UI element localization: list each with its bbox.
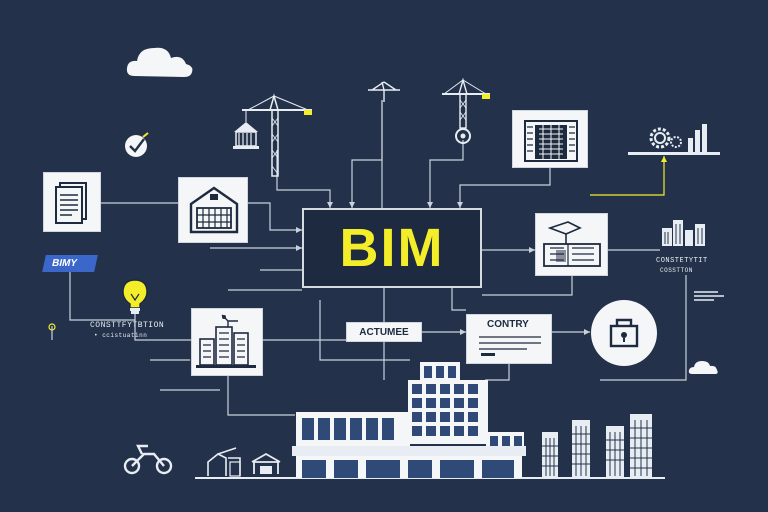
- right-title-label: CONSTETYTIT: [656, 257, 708, 265]
- country-text-lines: [479, 336, 541, 356]
- text-lines-icon: [694, 291, 724, 301]
- warehouse-icon: [189, 186, 239, 234]
- office-grid-icon: [524, 120, 578, 162]
- lightbulb-icon: [122, 279, 148, 314]
- checkmark-icon: [125, 132, 149, 157]
- crane-icon: [233, 93, 312, 177]
- cloud-icon-small: [688, 361, 718, 374]
- country-card: CONTRY: [466, 314, 552, 364]
- gear-chart-icon: [628, 124, 720, 155]
- city-buildings-card: [191, 308, 263, 376]
- city-buildings-icon: [196, 314, 256, 368]
- left-sub-label: • ccistuatinn: [94, 332, 148, 339]
- building-blueprint-card: [178, 177, 248, 243]
- left-title-label: CONSTTFYTBTION: [90, 321, 165, 330]
- right-sub-label: COSSTTON: [660, 267, 693, 274]
- cloud-icon: [126, 47, 193, 77]
- site-plan-card: [535, 213, 608, 276]
- lock-icon: [591, 300, 657, 366]
- bim-title: BIM: [339, 218, 445, 278]
- document-card: [43, 172, 101, 232]
- crane-hook-icon: [442, 78, 490, 144]
- document-icon: [55, 182, 87, 224]
- activity-tag: ACTUMEE: [346, 322, 422, 342]
- construction-site-icon: [207, 447, 281, 477]
- country-title: CONTRY: [487, 319, 529, 330]
- skyline-icon: [542, 414, 652, 478]
- vehicle-icon: [123, 444, 173, 475]
- site-plan-icon: [543, 221, 601, 267]
- bimy-tag: BIMY: [42, 255, 98, 272]
- bim-center-box: BIM: [302, 208, 482, 288]
- crane-icon-small: [368, 81, 400, 102]
- main-building-icon: [292, 362, 526, 478]
- city-skyline-icon: [662, 220, 705, 246]
- building-plan-card: [512, 110, 588, 168]
